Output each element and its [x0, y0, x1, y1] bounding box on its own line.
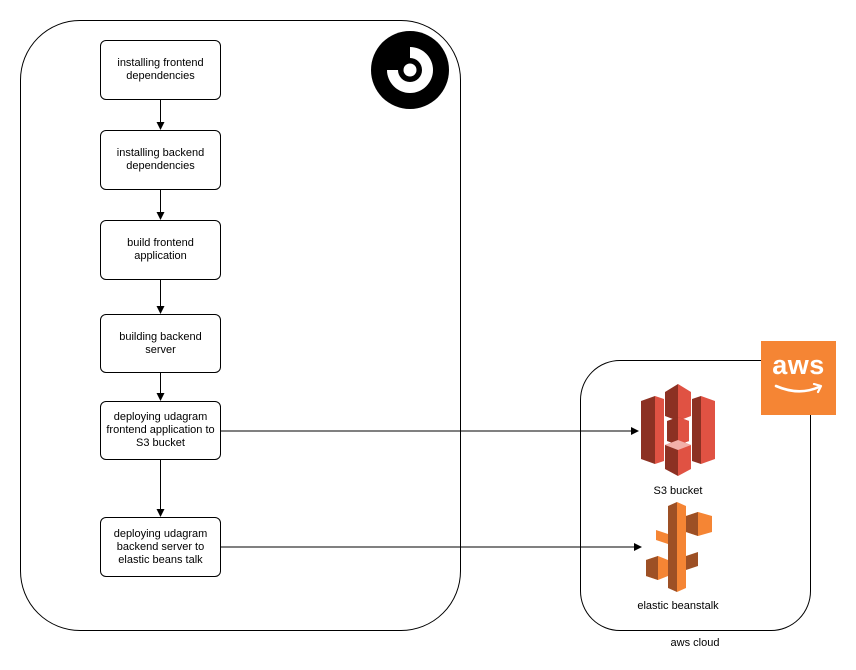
step-install-frontend: installing frontend dependencies	[100, 40, 221, 100]
step-install-backend: installing backend dependencies	[100, 130, 221, 190]
aws-smile-icon	[774, 383, 823, 394]
step-build-frontend: build frontend application	[100, 220, 221, 280]
s3-bucket-icon	[641, 384, 715, 476]
ci-pipeline-container	[20, 20, 461, 631]
step-build-backend: building backend server	[100, 314, 221, 373]
s3-bucket-label: S3 bucket	[653, 485, 703, 497]
step-deploy-backend: deploying udagram backend server to elas…	[100, 517, 221, 577]
aws-logo: aws	[761, 341, 836, 415]
elastic-beanstalk-icon	[646, 502, 712, 592]
elastic-beanstalk-label: elastic beanstalk	[637, 600, 719, 612]
step-deploy-frontend: deploying udagram frontend application t…	[100, 401, 221, 460]
aws-logo-text: aws	[772, 350, 825, 380]
circleci-logo-icon	[371, 31, 449, 109]
aws-cloud-label: aws cloud	[670, 637, 720, 649]
